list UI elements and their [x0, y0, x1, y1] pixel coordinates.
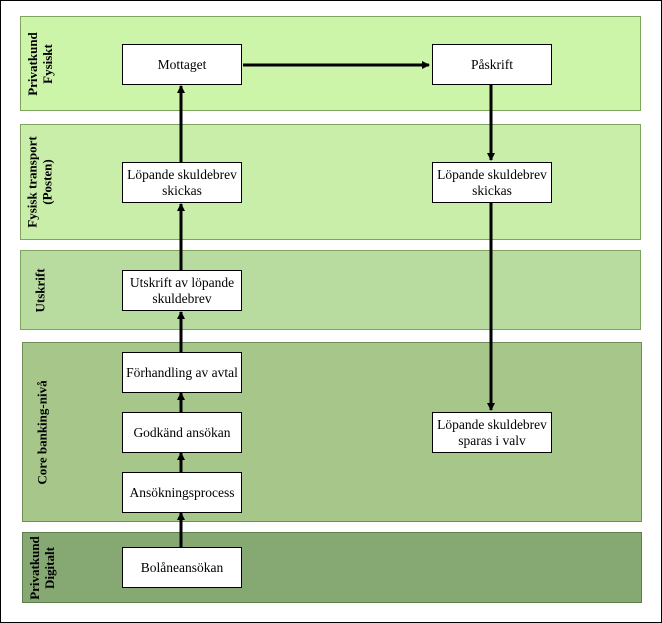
node-skickas-right: Löpande skuldebrev skickas	[432, 162, 552, 203]
node-bolaneansokan: Bolåneansökan	[122, 547, 242, 588]
node-godkand: Godkänd ansökan	[122, 412, 242, 453]
node-ansokningsprocess: Ansökningsprocess	[122, 472, 242, 513]
node-valv: Löpande skuldebrev sparas i valv	[432, 412, 552, 453]
node-utskrift: Utskrift av löpande skuldebrev	[122, 270, 242, 311]
node-forhandling: Förhandling av avtal	[122, 352, 242, 393]
node-paskrift: Påskrift	[432, 44, 552, 85]
node-skickas-left: Löpande skuldebrev skickas	[122, 162, 242, 203]
node-mottaget: Mottaget	[122, 44, 242, 85]
